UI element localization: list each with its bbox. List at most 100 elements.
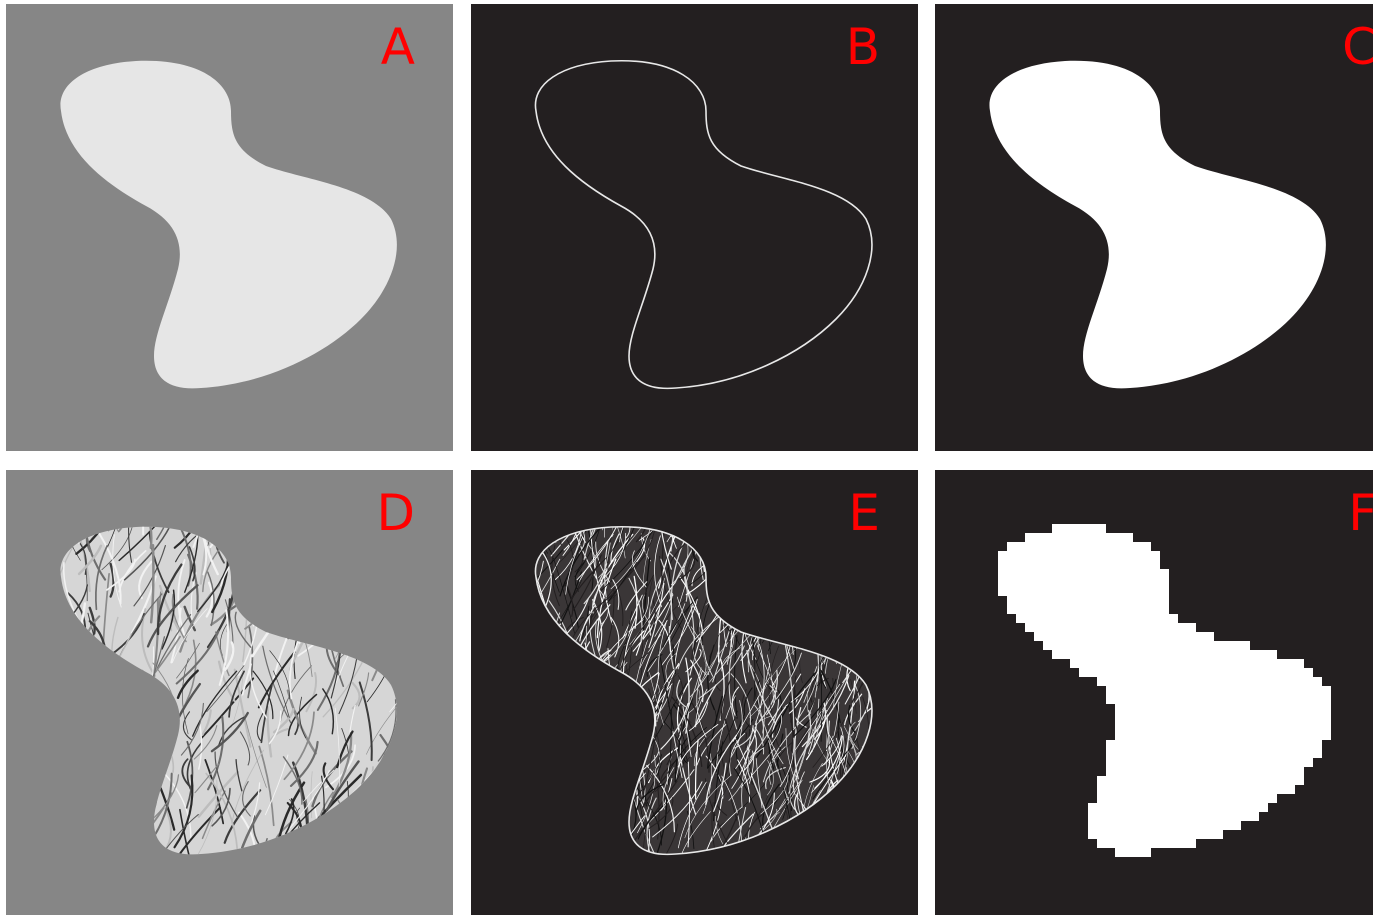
mask-pixel xyxy=(1286,668,1295,677)
mask-pixel xyxy=(1034,551,1043,560)
mask-pixel xyxy=(1259,794,1268,803)
mask-pixel xyxy=(1088,578,1097,587)
texture-stroke xyxy=(611,801,622,840)
texture-stroke xyxy=(151,479,156,520)
texture-stroke xyxy=(877,505,905,573)
texture-stroke xyxy=(337,807,355,866)
texture-stroke xyxy=(872,786,886,836)
texture-stroke xyxy=(877,740,884,770)
mask-pixel xyxy=(1115,785,1124,794)
texture-stroke xyxy=(674,496,677,535)
mask-pixel xyxy=(1151,659,1160,668)
texture-stroke xyxy=(293,470,307,521)
mask-pixel xyxy=(1313,704,1322,713)
texture-stroke xyxy=(523,471,546,526)
texture-stroke xyxy=(253,575,277,626)
mask-pixel xyxy=(1268,686,1277,695)
mask-pixel xyxy=(1223,677,1232,686)
texture-stroke xyxy=(574,790,588,850)
texture-stroke xyxy=(775,499,798,548)
mask-pixel xyxy=(1232,776,1241,785)
mask-pixel xyxy=(1187,803,1196,812)
texture-stroke xyxy=(860,773,869,841)
texture-stroke xyxy=(762,604,792,643)
mask-pixel xyxy=(1106,767,1115,776)
texture-stroke xyxy=(552,646,575,685)
mask-pixel xyxy=(1142,749,1151,758)
mask-pixel xyxy=(1196,704,1205,713)
texture-stroke xyxy=(295,470,326,521)
texture-stroke xyxy=(594,470,631,524)
texture-stroke xyxy=(794,519,802,563)
mask-pixel xyxy=(1115,767,1124,776)
mask-pixel xyxy=(1214,803,1223,812)
mask-pixel xyxy=(1196,821,1205,830)
mask-pixel xyxy=(1214,749,1223,758)
mask-pixel xyxy=(1196,650,1205,659)
mask-pixel xyxy=(1259,668,1268,677)
mask-pixel xyxy=(1052,614,1061,623)
texture-stroke xyxy=(318,547,335,569)
texture-stroke xyxy=(401,621,415,643)
mask-pixel xyxy=(1169,821,1178,830)
mask-pixel xyxy=(1160,749,1169,758)
texture-stroke xyxy=(535,777,560,856)
texture-stroke xyxy=(219,471,224,532)
mask-pixel xyxy=(1268,650,1277,659)
mask-pixel xyxy=(1034,542,1043,551)
texture-stroke xyxy=(585,778,618,825)
mask-pixel xyxy=(998,551,1007,560)
mask-pixel xyxy=(1043,560,1052,569)
texture-stroke xyxy=(767,547,784,607)
texture-stroke xyxy=(819,502,826,556)
texture-stroke xyxy=(749,506,773,555)
panel-f: F xyxy=(935,470,1373,915)
mask-pixel xyxy=(1205,740,1214,749)
mask-pixel xyxy=(1070,587,1079,596)
mask-pixel xyxy=(1268,704,1277,713)
mask-pixel xyxy=(1205,668,1214,677)
texture-stroke xyxy=(589,784,599,843)
mask-pixel xyxy=(1151,596,1160,605)
texture-stroke xyxy=(400,558,424,591)
mask-pixel xyxy=(1223,812,1232,821)
texture-stroke xyxy=(813,558,842,632)
texture-stroke xyxy=(699,474,735,536)
mask-pixel xyxy=(1205,812,1214,821)
mask-pixel xyxy=(1142,767,1151,776)
texture-stroke xyxy=(570,674,616,739)
mask-pixel xyxy=(1160,821,1169,830)
texture-stroke xyxy=(588,728,599,793)
texture-stroke xyxy=(582,742,605,774)
mask-pixel xyxy=(1178,677,1187,686)
texture-stroke xyxy=(374,845,388,867)
texture-stroke xyxy=(197,477,208,525)
texture-stroke xyxy=(547,717,556,788)
mask-pixel xyxy=(1187,650,1196,659)
texture-stroke xyxy=(658,471,659,530)
texture-stroke xyxy=(65,619,85,675)
mask-pixel xyxy=(1061,524,1070,533)
texture-stroke xyxy=(80,480,88,521)
mask-pixel xyxy=(1223,767,1232,776)
mask-pixel xyxy=(1079,632,1088,641)
texture-stroke xyxy=(103,736,112,779)
texture-stroke xyxy=(682,489,698,528)
mask-pixel xyxy=(1124,569,1133,578)
mask-pixel xyxy=(1043,596,1052,605)
texture-stroke xyxy=(773,835,796,858)
mask-pixel xyxy=(1277,740,1286,749)
texture-stroke xyxy=(869,736,878,799)
texture-stroke xyxy=(679,474,704,533)
texture-stroke xyxy=(571,760,584,831)
mask-pixel xyxy=(1043,551,1052,560)
mask-pixel xyxy=(1007,596,1016,605)
mask-pixel xyxy=(1313,686,1322,695)
mask-pixel xyxy=(1196,677,1205,686)
mask-pixel xyxy=(1214,776,1223,785)
mask-pixel xyxy=(1106,794,1115,803)
texture-stroke xyxy=(810,549,820,575)
mask-pixel xyxy=(1151,704,1160,713)
texture-stroke xyxy=(346,561,358,600)
